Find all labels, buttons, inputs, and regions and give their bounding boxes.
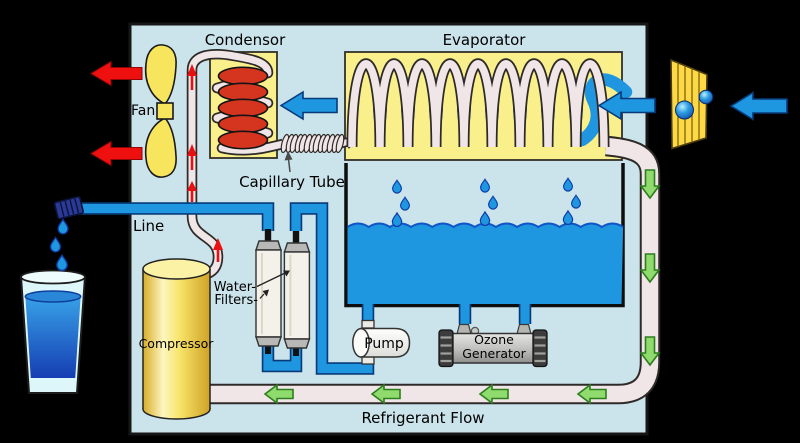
line-label: Line — [133, 217, 164, 235]
hot-refrigerant-arrows — [187, 64, 223, 262]
water-filters-label-line1: Water- — [214, 280, 257, 295]
water-glass — [19, 269, 87, 394]
evaporator-label: Evaporator — [443, 31, 527, 49]
condensor-coil — [217, 66, 269, 150]
airflow-ribbon — [575, 73, 633, 147]
faucet-drops — [49, 218, 69, 272]
evaporator-coil — [346, 58, 633, 148]
water-filters — [255, 229, 311, 356]
moisture-ball-small — [698, 89, 714, 105]
compressor: Compressor — [139, 258, 215, 420]
intake-air-arrows — [279, 90, 788, 121]
refrigerant-flow-label: Refrigerant Flow — [361, 409, 484, 427]
refrigerant-flow-arrows-green — [263, 169, 661, 405]
water-tank — [344, 163, 625, 308]
condensor-label: Condensor — [205, 31, 286, 49]
pump-label: Pump — [364, 336, 404, 352]
ozone-generator-label-line2: Generator — [462, 346, 526, 361]
fan-label: Fan — [131, 103, 155, 119]
capillary-tube-label: Capillary Tube — [239, 173, 345, 191]
water-filters-leader-lines — [256, 270, 290, 299]
ozone-generator: Ozone Generator — [438, 323, 548, 368]
pump: Pump — [352, 319, 411, 365]
faucet — [53, 195, 84, 220]
water-pipes — [74, 202, 532, 375]
ozone-generator-label-line1: Ozone — [474, 332, 514, 347]
tank-water — [347, 223, 624, 304]
intake-louver — [670, 58, 714, 150]
fan-icon — [144, 44, 177, 178]
water-filters-label-line2: Filters- — [214, 293, 258, 308]
compressor-label: Compressor — [139, 336, 215, 351]
capillary-pointer-arrow — [284, 151, 293, 173]
moisture-ball-large — [675, 100, 694, 120]
exhaust-air-arrows — [90, 60, 143, 167]
